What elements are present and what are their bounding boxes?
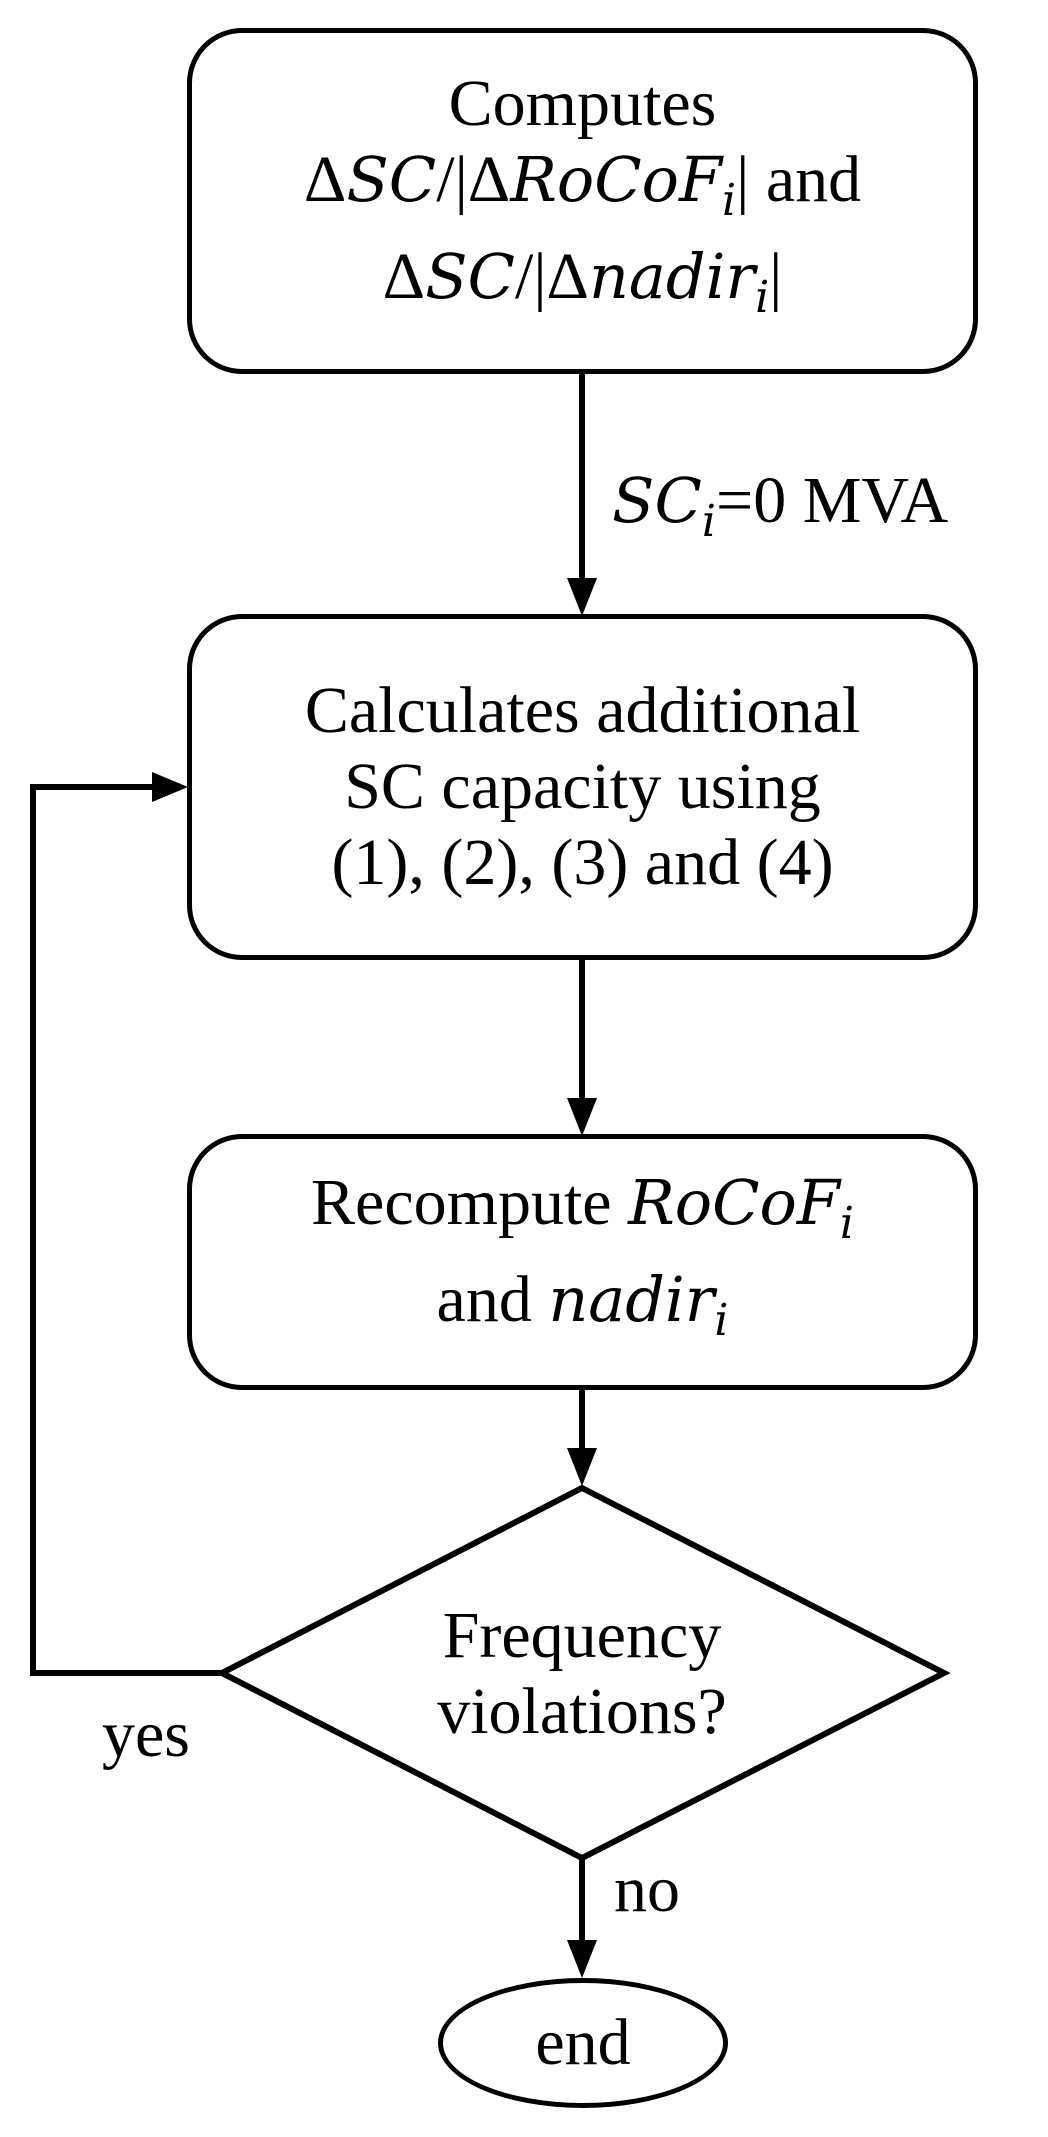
box2-line3: (1), (2), (3) and (4): [331, 826, 834, 899]
end-label: end: [535, 2006, 631, 2079]
initial-sc-label: SCi=0 MVA: [612, 464, 949, 548]
box1-line2: ΔSC/|ΔRoCoFi| and: [303, 143, 862, 226]
no-label: no: [614, 1853, 680, 1926]
decision-line2: violations?: [437, 1675, 727, 1748]
box2-line2: SC capacity using: [344, 750, 821, 823]
calculate-capacity-box: Calculates additional SC capacity using …: [187, 614, 978, 960]
arrowhead-box2: [567, 578, 597, 616]
arrowhead-loop: [152, 772, 188, 802]
box3-line1: Recompute RoCoFi: [311, 1166, 854, 1249]
recompute-box: Recompute RoCoFi and nadiri: [187, 1134, 978, 1390]
box3-line2: and nadiri: [436, 1263, 729, 1346]
decision-line1: Frequency: [442, 1599, 722, 1672]
box1-line3: ΔSC/|Δnadiri|: [382, 240, 783, 323]
arrowhead-end: [567, 1940, 597, 1978]
yes-label: yes: [102, 1698, 190, 1771]
decision-text: Frequency violations?: [382, 1598, 782, 1750]
arrowhead-box3: [567, 1098, 597, 1136]
box2-line1: Calculates additional: [304, 674, 861, 747]
box1-line1: Computes: [448, 67, 717, 140]
compute-sensitivity-box: Computes ΔSC/|ΔRoCoFi| and ΔSC/|Δnadiri|: [187, 28, 978, 374]
arrowhead-decision: [567, 1448, 597, 1486]
yes-loop-line: [30, 784, 222, 1676]
end-terminal: end: [438, 1978, 728, 2108]
